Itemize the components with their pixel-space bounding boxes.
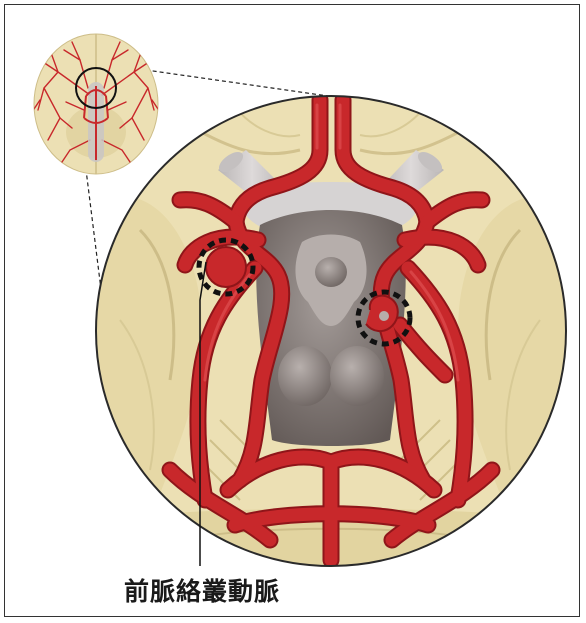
- brain-overview-thumbnail: [30, 34, 162, 174]
- magnified-circle-view: [96, 96, 566, 566]
- caption-label: 前脈絡叢動脈: [124, 572, 280, 608]
